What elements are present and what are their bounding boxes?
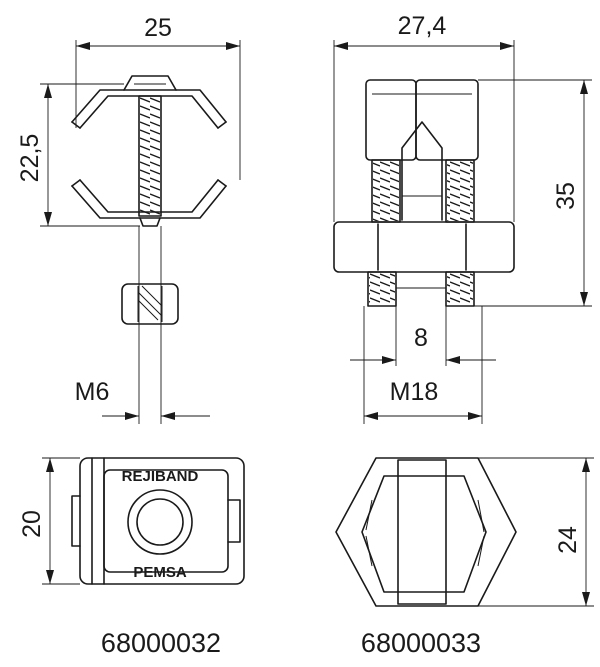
dimension-width-large: 27,4 — [333, 12, 515, 222]
label-27-4: 27,4 — [398, 12, 447, 40]
label-m18: M18 — [390, 378, 439, 406]
label-35: 35 — [552, 182, 580, 210]
part-code-left: 68000032 — [101, 628, 221, 658]
brand-bottom-text: PEMSA — [133, 564, 187, 581]
dimension-width-small: 25 — [75, 14, 241, 180]
part-code-right: 68000033 — [361, 628, 481, 658]
large-clamp-side-view — [333, 79, 515, 307]
dimension-side-small: 20 — [18, 457, 80, 585]
large-clamp-top-view — [335, 457, 517, 607]
dimension-thread-large: M18 — [363, 306, 483, 424]
label-24: 24 — [554, 526, 582, 554]
label-8: 8 — [414, 324, 428, 352]
small-clamp-side-view — [71, 75, 227, 325]
label-m6: M6 — [75, 378, 110, 406]
dimension-thread-small: M6 — [75, 226, 210, 424]
dimension-height-large: 35 — [474, 79, 592, 307]
dimension-side-large: 24 — [478, 457, 594, 607]
dimension-height-small: 22,5 — [16, 83, 140, 227]
brand-top-text: REJIBAND — [122, 468, 199, 485]
label-22-5: 22,5 — [16, 134, 44, 183]
dimension-inner-large: 8 — [350, 306, 496, 366]
label-20: 20 — [18, 510, 46, 538]
label-25: 25 — [144, 14, 172, 42]
small-clamp-top-view: REJIBAND PEMSA — [71, 457, 245, 585]
